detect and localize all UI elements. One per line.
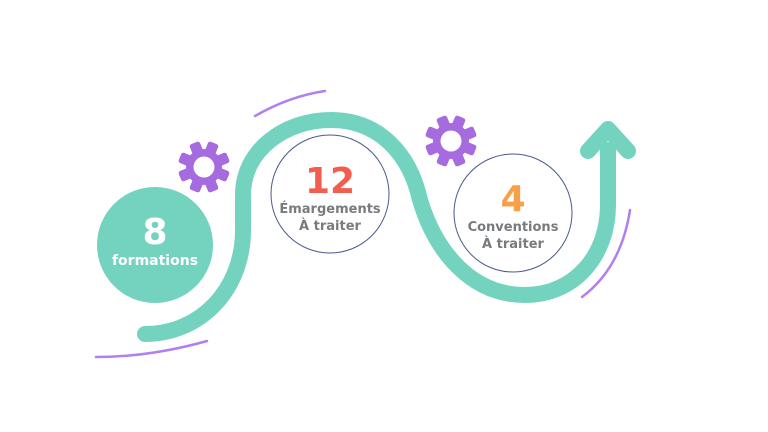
decorative-arc-right [580,208,632,299]
decorative-arc-bottom-left [94,339,209,359]
step-value: 12 [305,161,355,202]
step-value: 4 [500,179,525,220]
step-circle [453,153,573,273]
step-label-line2: À traiter [299,218,361,234]
step-label-line2: À traiter [482,236,544,252]
step-circle [97,187,213,303]
step-formations: 8 formations [97,187,213,303]
decorative-arc-top [253,89,327,118]
step-conventions: 4 Conventions À traiter [453,153,573,273]
step-circle [270,134,390,254]
gear-icon [178,141,230,193]
step-label-line1: Conventions [468,220,559,235]
step-label-line1: Émargements [279,201,381,217]
gear-icon [425,115,477,167]
step-value: 8 [142,212,167,253]
arrow-up-icon [580,121,636,159]
step-label: formations [112,253,198,269]
winding-path [137,112,616,342]
step-emargements: 12 Émargements À traiter [270,134,390,254]
